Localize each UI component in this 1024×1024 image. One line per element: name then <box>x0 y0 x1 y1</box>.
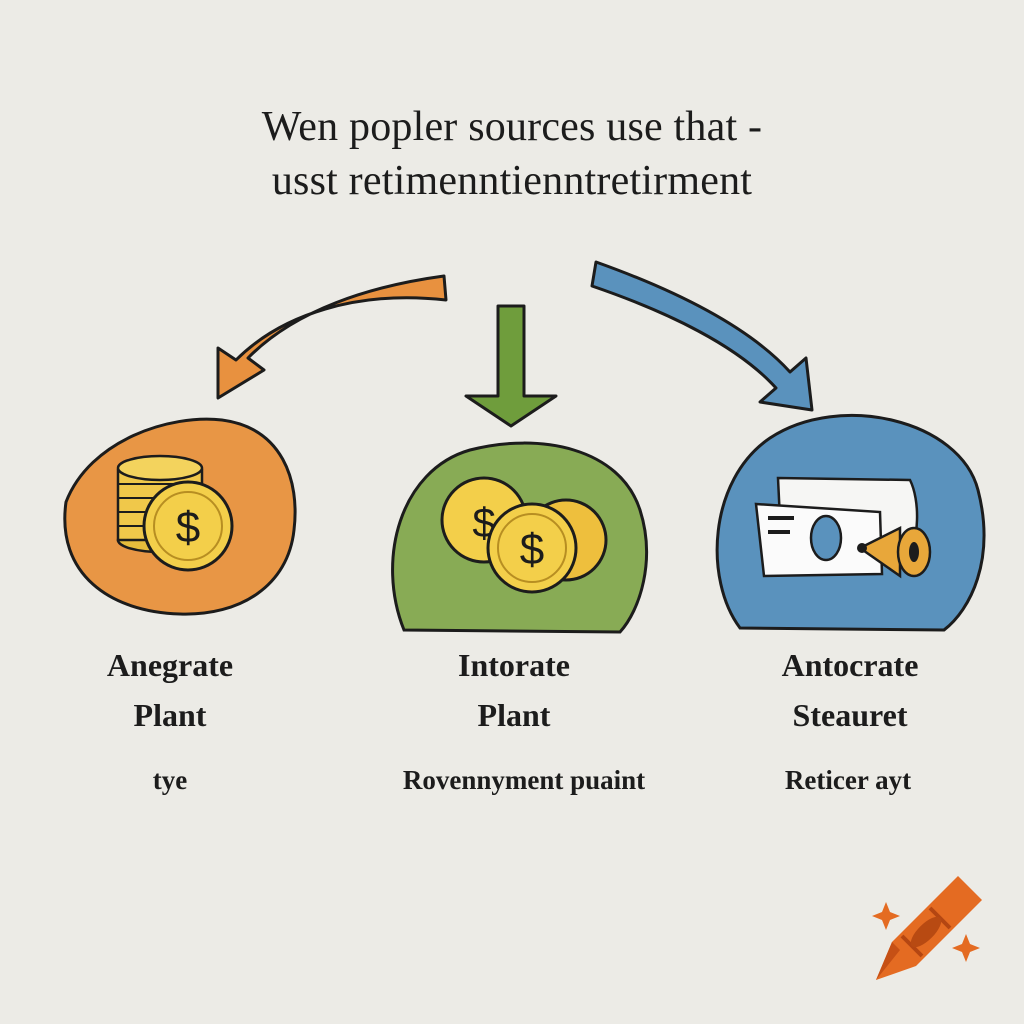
arrow-to-source-1 <box>216 274 448 400</box>
svg-text:$: $ <box>176 503 200 552</box>
svg-text:$: $ <box>520 525 544 574</box>
source-1-name-line-1: Anegrate <box>106 647 234 683</box>
diagram-title: Wen popler sources use that - usst retim… <box>0 100 1024 208</box>
source-2-name-line-1: Intorate <box>458 647 570 683</box>
coins-icon: $ $ <box>440 476 608 594</box>
source-2-label: Intorate Plant <box>364 640 664 740</box>
source-3-label: Antocrate Steauret <box>700 640 1000 740</box>
source-2-card: $ $ <box>391 441 648 634</box>
source-1-caption: tye <box>152 765 188 795</box>
coin-stack-icon: $ <box>116 454 234 572</box>
source-3-caption: Reticer ayt <box>784 765 912 795</box>
source-3-name-line-1: Antocrate <box>781 647 919 683</box>
arrow-to-source-3 <box>590 260 814 412</box>
source-3-name-line-2: Steauret <box>792 697 908 733</box>
cash-bills-icon <box>754 476 932 579</box>
source-1-name-line-2: Plant <box>133 697 207 733</box>
title-line-2: usst retimenntienntretirment <box>271 158 753 204</box>
source-2-name-line-2: Plant <box>477 697 551 733</box>
arrow-to-source-2 <box>464 304 558 428</box>
source-3-card <box>715 414 986 632</box>
crayon-icon <box>872 876 982 980</box>
source-2-caption: Rovennyment puaint <box>402 765 646 795</box>
source-1-card: $ <box>63 417 297 616</box>
source-1-label: Anegrate Plant <box>20 640 320 740</box>
title-line-1: Wen popler sources use that - <box>261 104 763 150</box>
